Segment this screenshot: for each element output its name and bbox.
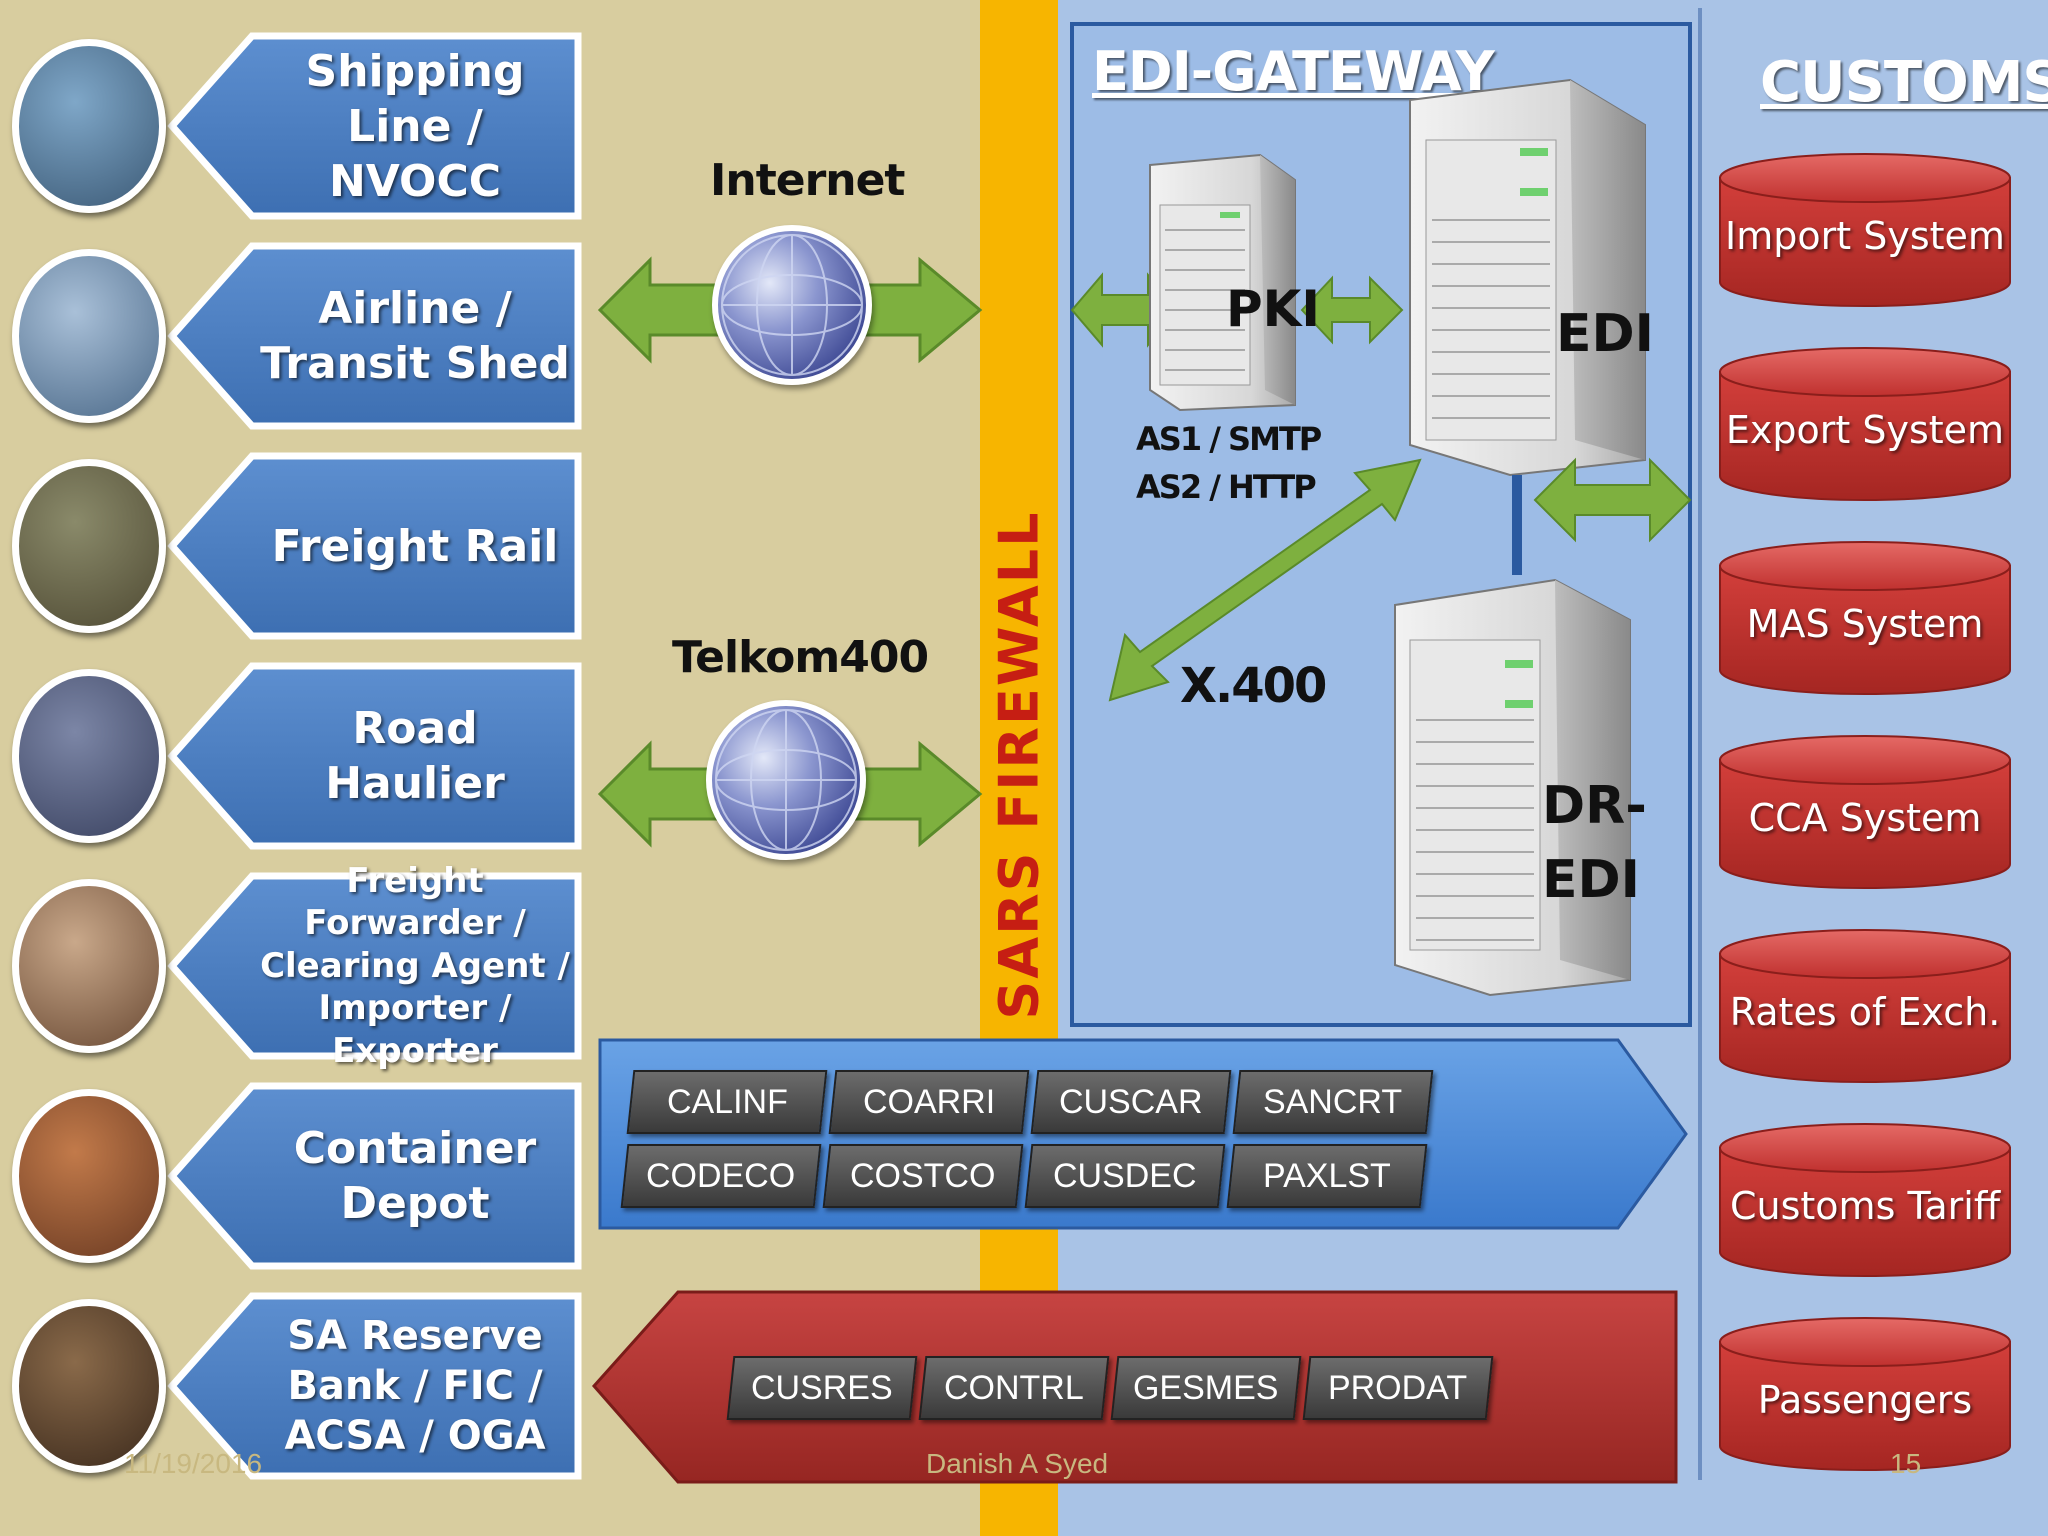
pki-edi-arrow: [1300, 275, 1404, 345]
source-box: [167, 452, 582, 640]
customs-system-label: CCA System: [1748, 796, 1982, 840]
firewall-label: SARS FIREWALL: [987, 510, 1051, 1020]
telkom400-label: Telkom400: [672, 632, 929, 683]
airplane-tail-icon: [12, 249, 166, 423]
inbound-message-tile: CALINF: [626, 1070, 828, 1134]
source-label: Airline / Transit Shed: [260, 283, 570, 389]
pki-server-icon: [1149, 153, 1296, 412]
edi-dr-link: [1512, 475, 1522, 575]
coins-icon: [12, 1299, 166, 1473]
inbound-message-tile: COARRI: [828, 1070, 1030, 1134]
edi-gateway-heading: EDI-GATEWAY: [1092, 40, 1495, 103]
database-cylinder: [1719, 177, 2011, 307]
x400-arrow: [1108, 458, 1422, 702]
dr-edi-server-icon: [1394, 578, 1631, 997]
customs-system-label: MAS System: [1746, 602, 1984, 646]
as2-http-label: AS2 / HTTP: [1136, 468, 1317, 506]
source-label: Freight Forwarder / Clearing Agent / Imp…: [260, 860, 570, 1071]
dr-edi-label-1: DR-: [1542, 776, 1647, 836]
inbound-message-tile: CODECO: [620, 1144, 822, 1208]
source-label: SA Reserve Bank / FIC / ACSA / OGA: [284, 1313, 546, 1459]
inbound-message-tile: CUSDEC: [1024, 1144, 1226, 1208]
outbound-message-tile: PRODAT: [1302, 1356, 1494, 1420]
database-cylinder-top: [1719, 541, 2011, 591]
footer-page-number: 15: [1890, 1448, 1922, 1479]
outbound-message-tile: CONTRL: [918, 1356, 1110, 1420]
footer-author: Danish A Syed: [926, 1448, 1109, 1479]
office-people-icon: [12, 879, 166, 1053]
dr-edi-label-2: EDI: [1542, 850, 1641, 910]
telkom-globe-icon: [706, 700, 866, 860]
edi-customs-arrow: [1533, 457, 1692, 543]
outbound-message-tile: CUSRES: [726, 1356, 918, 1420]
source-label: Container Depot: [293, 1123, 537, 1229]
internet-globe-icon: [712, 225, 872, 385]
database-cylinder: [1719, 1147, 2011, 1277]
database-cylinder-top: [1719, 1123, 2011, 1173]
database-cylinder-top: [1719, 929, 2011, 979]
source-box: [167, 242, 582, 430]
source-label: Shipping Line / NVOCC: [305, 45, 525, 207]
edi-label: EDI: [1556, 304, 1655, 364]
source-label: Road Haulier: [325, 703, 505, 809]
source-box: [167, 1292, 582, 1480]
database-cylinder-top: [1719, 153, 2011, 203]
pki-label: PKI: [1226, 280, 1320, 338]
database-cylinder-top: [1719, 1317, 2011, 1367]
customs-heading: CUSTOMS: [1760, 50, 2048, 115]
containers-icon: [12, 1089, 166, 1263]
customs-system-label: Import System: [1725, 214, 2005, 258]
customs-system-label: Customs Tariff: [1729, 1184, 2001, 1228]
truck-crane-icon: [12, 669, 166, 843]
inbound-message-tile: PAXLST: [1226, 1144, 1428, 1208]
edi-server-icon: [1409, 78, 1646, 477]
source-box: [167, 662, 582, 850]
train-icon: [12, 459, 166, 633]
source-box: [167, 1082, 582, 1270]
source-box: [167, 32, 582, 220]
outbound-message-tile: GESMES: [1110, 1356, 1302, 1420]
customs-system-label: Passengers: [1757, 1378, 1973, 1422]
gateway-graphics: [1070, 78, 1692, 997]
source-boxes: [167, 32, 582, 1480]
database-cylinder: [1719, 759, 2011, 889]
database-cylinder-top: [1719, 735, 2011, 785]
database-cylinder: [1719, 371, 2011, 501]
ship-icon: [12, 39, 166, 213]
source-box: [167, 872, 582, 1060]
customs-system-label: Export System: [1725, 408, 2005, 452]
database-cylinder: [1719, 1341, 2011, 1471]
database-cylinder: [1719, 565, 2011, 695]
footer-date: 11/19/2016: [124, 1448, 263, 1479]
database-cylinder: [1719, 953, 2011, 1083]
sars-firewall-bar: [980, 0, 1058, 1536]
customs-databases: [1719, 153, 2011, 1471]
inbound-message-tile: COSTCO: [822, 1144, 1024, 1208]
database-cylinder-top: [1719, 347, 2011, 397]
inbound-message-tile: CUSCAR: [1030, 1070, 1232, 1134]
inbound-message-tile: SANCRT: [1232, 1070, 1434, 1134]
customs-system-label: Rates of Exch.: [1729, 990, 2001, 1034]
as1-smtp-label: AS1 / SMTP: [1136, 420, 1322, 458]
internet-label: Internet: [710, 155, 905, 206]
source-label: Freight Rail: [271, 520, 559, 572]
x400-label: X.400: [1180, 658, 1327, 714]
